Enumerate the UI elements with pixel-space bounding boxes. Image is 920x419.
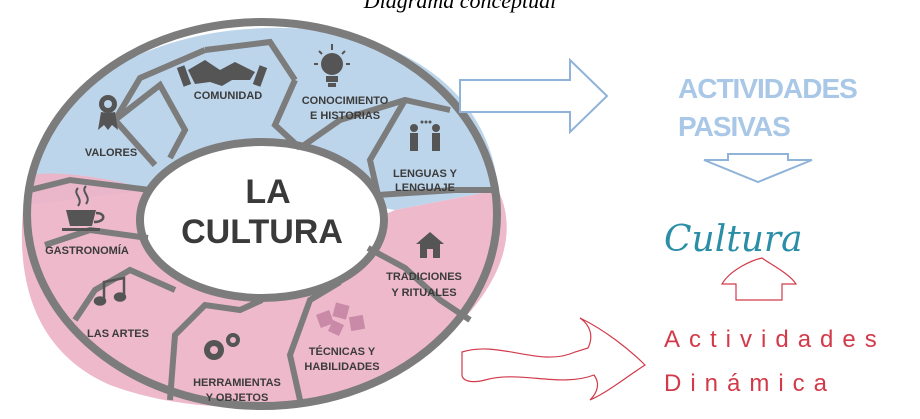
segment-tradiciones-label-1: TRADICIONES xyxy=(386,271,462,283)
arrow-right-blue xyxy=(459,57,609,135)
segment-tecnicas-label-1: TÉCNICAS Y xyxy=(309,345,376,358)
ring-inner-border xyxy=(136,138,388,302)
house-icon xyxy=(416,232,444,258)
arrow-down-blue xyxy=(703,153,813,184)
ribbon-award-icon xyxy=(98,95,118,130)
actividades-pasivas-line2: PASIVAS xyxy=(678,111,791,142)
segment-herramientas-label-1: HERRAMIENTAS xyxy=(193,377,281,389)
ring-outer-border xyxy=(23,18,501,410)
diagram-caption: Diagrama conceptual xyxy=(363,0,557,13)
coffee-cup-icon xyxy=(62,185,105,231)
segment-tradiciones-label-2: Y RITUALES xyxy=(391,287,456,299)
segment-conocimiento-label-1: CONOCIMIENTO xyxy=(302,95,389,107)
arrow-right-red-wavy xyxy=(461,317,646,401)
segment-valores-label: VALORES xyxy=(85,147,137,159)
puzzle-icon xyxy=(316,302,366,336)
music-notes-icon xyxy=(93,276,127,306)
segment-dividers xyxy=(29,38,498,401)
segment-lenguas-label-1: LENGUAS Y xyxy=(393,168,458,180)
segment-gastronomia-label: GASTRONOMÍA xyxy=(45,244,129,257)
segment-tecnicas-label-2: HABILIDADES xyxy=(304,361,379,373)
arrow-up-red xyxy=(720,257,798,301)
segment-comunidad-label: COMUNIDAD xyxy=(194,90,262,102)
segment-artes-label: LAS ARTES xyxy=(87,328,149,340)
center-title-line2: CULTURA xyxy=(181,213,343,251)
gears-icon xyxy=(204,333,240,360)
lightbulb-icon xyxy=(314,44,350,87)
actividades-dinamica-line2: Dinámica xyxy=(664,370,837,397)
actividades-pasivas-line1: ACTIVIDADES xyxy=(678,73,858,104)
segment-herramientas-label-2: Y OBJETOS xyxy=(206,392,269,404)
cultura-word: Cultura xyxy=(664,219,803,252)
segment-lenguas-label-2: LENGUAJE xyxy=(395,182,455,194)
actividades-pasivas-label: ACTIVIDADES PASIVAS xyxy=(678,70,898,146)
handshake-icon xyxy=(176,60,268,87)
actividades-dinamica-line1: Actividades xyxy=(664,326,886,353)
center-title-line1: LA xyxy=(245,173,290,211)
people-talking-icon xyxy=(410,120,440,151)
segment-conocimiento-label-2: E HISTORIAS xyxy=(310,110,380,122)
